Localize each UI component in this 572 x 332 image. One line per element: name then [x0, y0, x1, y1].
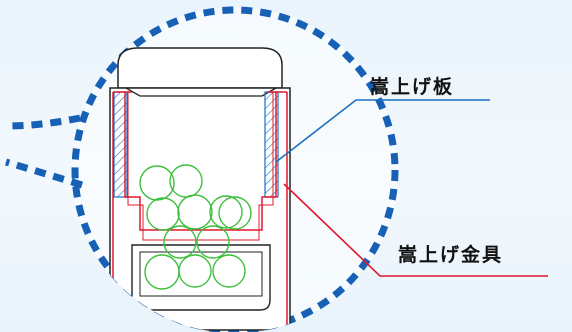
lift-plate-leader-line	[275, 99, 490, 163]
ball-group	[139, 164, 252, 290]
ball	[196, 225, 230, 259]
ball	[178, 254, 212, 288]
ball	[163, 225, 197, 259]
container-lid	[117, 47, 283, 89]
ball	[209, 195, 243, 229]
lift-bracket-leader-line	[283, 183, 548, 277]
ball	[177, 194, 213, 230]
ball	[218, 196, 252, 230]
container-body	[109, 87, 291, 331]
ball	[139, 165, 175, 201]
lift-bracket-label: 嵩上げ金具	[398, 244, 504, 266]
ball	[212, 254, 246, 288]
lift-plate-label: 嵩上げ板	[370, 76, 455, 98]
lift-bracket-outline	[112, 91, 288, 330]
ball	[146, 197, 180, 231]
